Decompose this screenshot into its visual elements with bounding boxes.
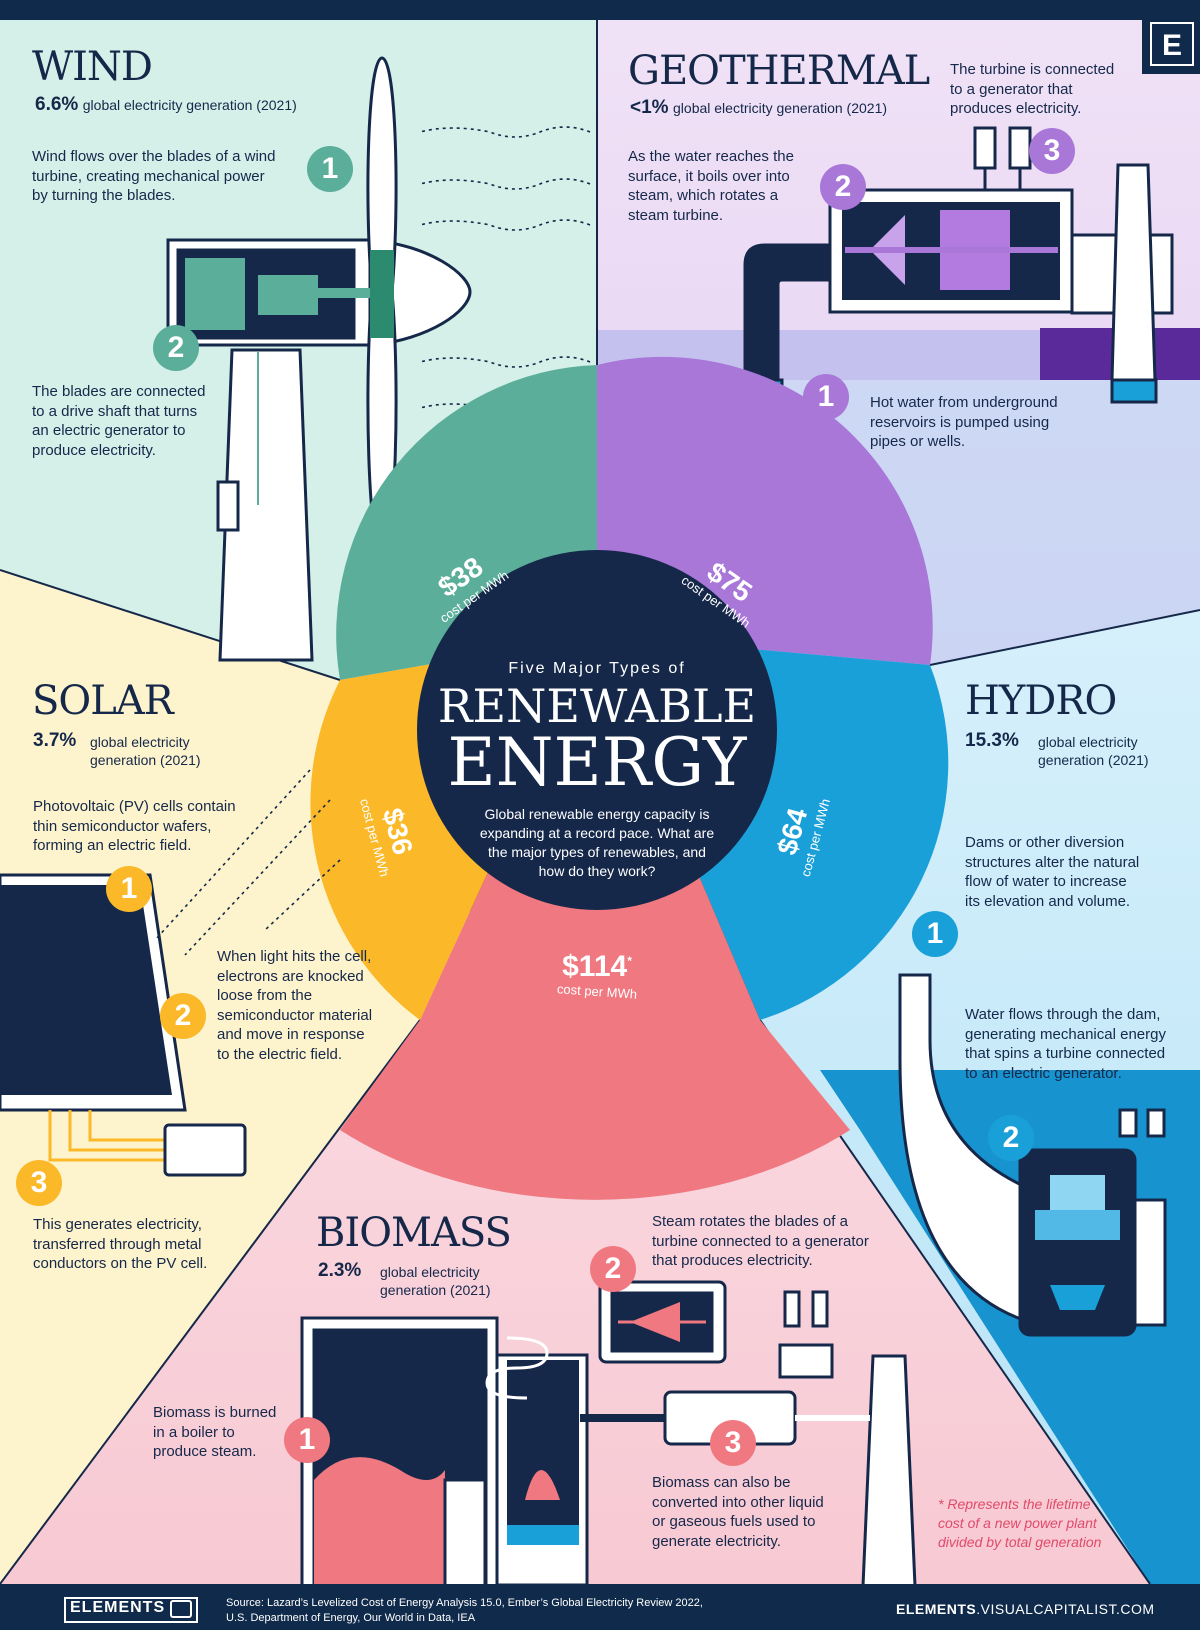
elements-logo-icon (170, 1600, 192, 1618)
solar-pct: 3.7% (33, 730, 77, 751)
wind-gen-label: global electricity generation (2021) (82, 97, 297, 113)
wind-pct: 6.6% (35, 94, 79, 115)
center-title-line1: RENEWABLE (437, 679, 757, 733)
wind-step1-text: Wind flows over the blades of a wind tur… (32, 148, 276, 204)
geothermal-step2-text: As the water reaches the surface, it boi… (628, 148, 794, 224)
hydro-title: HYDRO (965, 678, 1117, 724)
geothermal-stat: <1% global electricity generation (2021) (630, 97, 887, 119)
hydro-step1-number: 1 (912, 911, 958, 957)
biomass-step1-text: Biomass is burned in a boiler to produce… (153, 1404, 277, 1460)
geothermal-step1-text: Hot water from underground reservoirs is… (870, 394, 1058, 450)
hydro-pct: 15.3% (965, 730, 1019, 751)
hydro-step1-text: Dams or other diversion structures alter… (965, 834, 1140, 910)
biomass-plant (300, 1280, 917, 1588)
geothermal-step1-number: 1 (803, 374, 849, 420)
geothermal-plant (738, 126, 1174, 404)
biomass-gen-label: global electricity generation (2021) (380, 1264, 491, 1298)
hydro-step2-number: 2 (988, 1115, 1034, 1161)
solar-step3-text: This generates electricity, transferred … (33, 1216, 208, 1272)
hydro-step2-text: Water flows through the dam, generating … (965, 1006, 1166, 1082)
biomass-step2-text: Steam rotates the blades of a turbine co… (652, 1213, 869, 1269)
biomass-step2-number: 2 (590, 1246, 636, 1292)
elements-badge: E (1150, 22, 1194, 66)
solar-step2-text: When light hits the cell, electrons are … (217, 948, 373, 1063)
biomass-pct: 2.3% (318, 1260, 362, 1281)
geothermal-title: GEOTHERMAL (628, 48, 930, 94)
wind-step2-text: The blades are connected to a drive shaf… (32, 383, 206, 459)
footer-brand: ELEMENTS (70, 1599, 166, 1616)
light-rays (154, 769, 341, 956)
solar-step1-number: 1 (106, 866, 152, 912)
solar-panel (0, 873, 247, 1177)
biomass-cost: $114 (562, 950, 628, 983)
geothermal-gen-label: global electricity generation (2021) (673, 100, 888, 116)
biomass-cost-mark: * (627, 954, 632, 968)
solar-gen-label: global electricity generation (2021) (90, 734, 201, 768)
biomass-segment (340, 635, 850, 1200)
geothermal-pct: <1% (630, 97, 669, 118)
geothermal-step3-number: 3 (1029, 128, 1075, 174)
solar-step2-number: 2 (160, 993, 206, 1039)
solar-title: SOLAR (32, 678, 174, 724)
wind-title: WIND (32, 44, 153, 90)
solar-step1-text: Photovoltaic (PV) cells contain thin sem… (33, 798, 236, 854)
solar-step3-number: 3 (16, 1160, 62, 1206)
footer-site-link[interactable]: ELEMENTS.VISUALCAPITALIST.COM (896, 1601, 1155, 1617)
biomass-title: BIOMASS (316, 1210, 512, 1256)
center-disc (417, 550, 777, 910)
center-pretitle: Five Major Types of (508, 660, 686, 677)
center-intro: Global renewable energy capacity is expa… (479, 806, 715, 879)
wind-step2-number: 2 (153, 325, 199, 371)
elements-logo[interactable] (64, 1597, 198, 1623)
footer (0, 1584, 1200, 1630)
biomass-step1-number: 1 (284, 1417, 330, 1463)
biomass-step3-text: Biomass can also be converted into other… (652, 1474, 824, 1550)
hydro-gen-label: global electricity generation (2021) (1038, 734, 1149, 768)
biomass-step3-number: 3 (710, 1420, 756, 1466)
top-bar (0, 0, 1200, 20)
hydro-dam (898, 973, 1167, 1337)
geothermal-step2-number: 2 (820, 164, 866, 210)
geothermal-step3-text: The turbine is connected to a generator … (950, 61, 1115, 117)
wind-step1-number: 1 (307, 146, 353, 192)
center-title-line2: ENERGY (447, 724, 747, 801)
footer-source: Source: Lazard’s Levelized Cost of Energ… (226, 1597, 703, 1624)
footnote: * Represents the lifetime cost of a new … (938, 1496, 1102, 1550)
wind-turbine (166, 56, 472, 662)
cost-wheel (310, 356, 949, 1200)
biomass-cost-block: $114* cost per MWh (527, 950, 667, 1002)
wind-stat: 6.6% global electricity generation (2021… (35, 94, 297, 116)
